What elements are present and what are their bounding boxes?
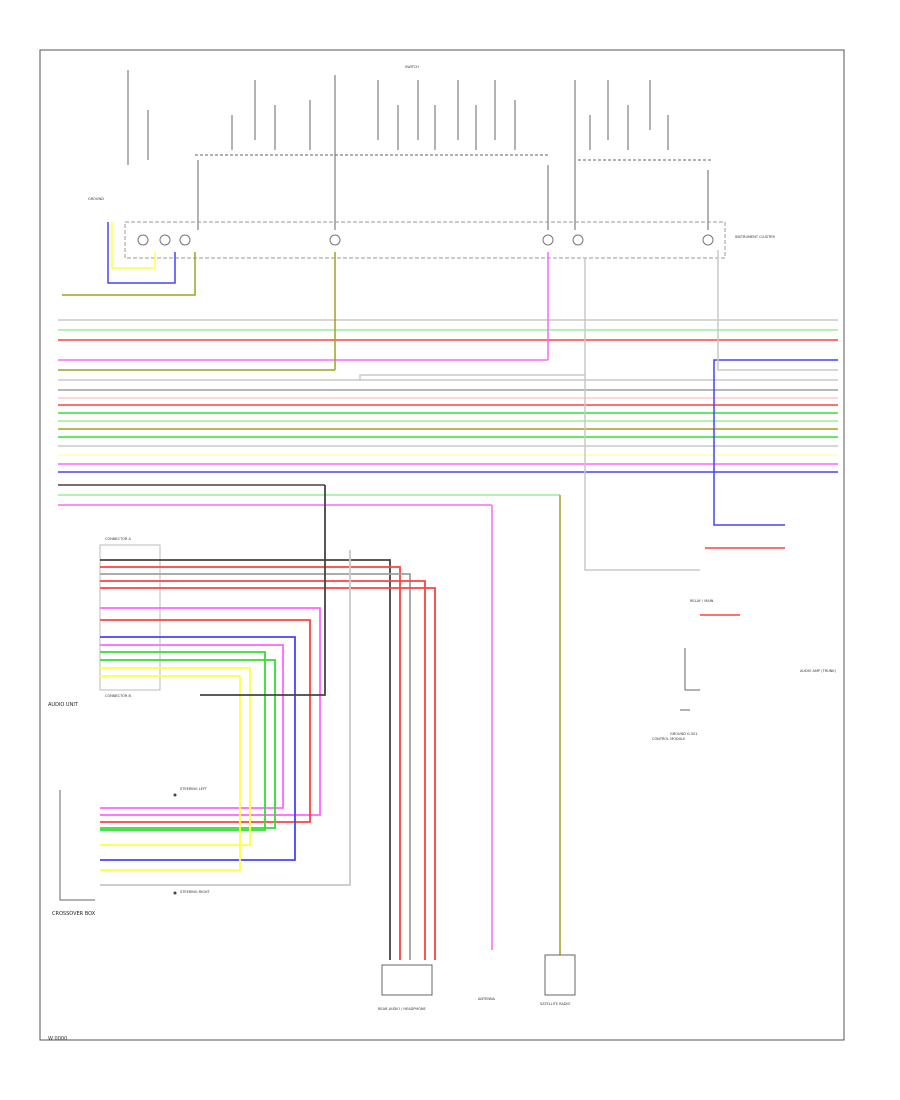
steering-left-label: STEERING LEFT (180, 787, 208, 791)
control-module-label: CONTROL MODULE (652, 737, 685, 741)
ground-point-label: GROUND G-501 (670, 732, 698, 736)
audio-amp-label: AUDIO AMP (TRUNK) (800, 669, 837, 673)
top-switch-array (127, 70, 712, 230)
switch-header-label: SWITCH (405, 65, 419, 69)
right-side-drops (359, 250, 838, 616)
harness-bus (58, 252, 838, 506)
diagram-footer: W 0000 (48, 1036, 68, 1042)
main-ground-label: GROUND (88, 197, 104, 201)
top-left-feeds (62, 222, 196, 296)
connector-pins (137, 234, 714, 246)
antenna-label: ANTENNA (478, 997, 496, 1001)
crossover-box (59, 790, 95, 901)
diagram-frame (39, 49, 845, 1041)
crossover-box-label: CROSSOVER BOX (52, 911, 96, 917)
satellite-radio-module (544, 954, 576, 996)
steering-right-label: STEERING RIGHT (180, 890, 210, 894)
rear-audio-label: REAR AUDIO / HEADPHONE (378, 1007, 426, 1011)
instrument-cluster-label: INSTRUMENT CLUSTER (735, 235, 775, 239)
crossover-markers (173, 793, 177, 895)
connector-a-label: CONNECTOR A (105, 537, 132, 541)
instrument-cluster-connector (124, 221, 726, 259)
audio-unit-box (99, 544, 161, 691)
relay-label: RELAY / MAIN (690, 599, 714, 603)
rear-audio-connector (381, 964, 433, 996)
rear-audio-bundle (491, 495, 561, 955)
audio-unit-label: AUDIO UNIT (48, 702, 79, 708)
satellite-radio-label: SATELLITE RADIO (540, 1002, 571, 1006)
ground-symbol (680, 648, 700, 711)
connector-b-label: CONNECTOR B (105, 694, 132, 698)
audio-unit-outputs (100, 485, 436, 960)
